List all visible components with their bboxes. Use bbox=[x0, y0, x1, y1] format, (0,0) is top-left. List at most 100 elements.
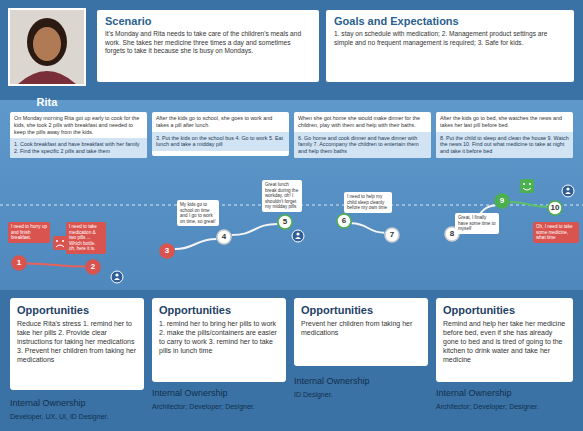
step-circle: 5 bbox=[277, 214, 293, 230]
journey-curve bbox=[175, 239, 216, 249]
ownership-heading: Internal Ownership bbox=[294, 376, 370, 386]
card-title: Opportunities bbox=[443, 304, 566, 316]
step-circle: 7 bbox=[384, 227, 400, 243]
stage-steps: 8. Put the child to sleep and clean the … bbox=[436, 132, 573, 158]
circle-outline bbox=[385, 228, 399, 242]
card-body: Reduce Rita's stress 1. remind her to ta… bbox=[17, 319, 137, 364]
speech-bubble: I need to help my child sleep cleanly be… bbox=[344, 192, 392, 213]
speech-bubble: Great, I finally have some time to mysel… bbox=[455, 213, 499, 234]
happy-emoji bbox=[520, 179, 534, 193]
step-circle: 3 bbox=[159, 243, 175, 259]
journey-curve bbox=[232, 224, 277, 235]
quote-text: Oh, I need to take some medicine, what t… bbox=[536, 224, 576, 241]
step-number: 7 bbox=[384, 227, 400, 243]
photo-hair bbox=[27, 18, 67, 66]
emoji-eye bbox=[523, 183, 525, 185]
stage-card: On Monday morning Rita got up early to c… bbox=[10, 112, 147, 158]
card-body: 1. remind her to bring her pills to work… bbox=[159, 319, 279, 355]
step-circle: 4 bbox=[216, 229, 232, 245]
journey-band bbox=[0, 100, 583, 290]
step-number: 10 bbox=[547, 200, 563, 216]
sad-emoji bbox=[53, 236, 67, 250]
persona-card: Rita bbox=[8, 8, 86, 108]
quote-text: I need to hurry up and finish breakfast. bbox=[11, 224, 47, 241]
info-card: Goals and Expectations 1. stay on schedul… bbox=[326, 10, 574, 82]
step-number: 5 bbox=[277, 214, 293, 230]
stage-card: After the kids go to school, she goes to… bbox=[152, 112, 289, 156]
step-circle: 1 bbox=[11, 255, 27, 271]
ownership-heading: Internal Ownership bbox=[152, 388, 228, 398]
icon-head bbox=[566, 187, 569, 190]
icon-circle bbox=[111, 271, 123, 283]
circle-outline bbox=[12, 256, 26, 270]
circle-outline bbox=[86, 260, 100, 274]
quote-text: Great, I finally have some time to mysel… bbox=[458, 215, 496, 232]
stage-description: When she got home she would make dinner … bbox=[294, 112, 431, 132]
card-body: 1. stay on schedule with medication; 2. … bbox=[334, 30, 566, 47]
info-card: ScenarioIt's Monday and Rita needs to ta… bbox=[97, 10, 319, 82]
circle-outline bbox=[217, 230, 231, 244]
quote-text: I need to help my child sleep cleanly be… bbox=[347, 194, 389, 211]
card-body: Remind and help her take her medicine be… bbox=[443, 319, 566, 364]
stage-steps: 3. Put the kids on the school bus 4. Go … bbox=[152, 132, 289, 152]
card-title: Opportunities bbox=[159, 304, 279, 316]
icon-head bbox=[115, 273, 118, 276]
step-number: 3 bbox=[159, 243, 175, 259]
step-number: 2 bbox=[85, 259, 101, 275]
photo-face bbox=[33, 27, 61, 61]
person-icon bbox=[562, 185, 574, 197]
person-icon bbox=[111, 271, 123, 283]
journey-curve bbox=[27, 263, 85, 266]
journey-curve bbox=[352, 223, 385, 233]
step-circle: 9 bbox=[494, 193, 510, 209]
stage-steps: 1. Cook breakfast and have breakfast wit… bbox=[10, 138, 147, 158]
circle-outline bbox=[548, 201, 562, 215]
stage-description: After the kids go to bed, she watches th… bbox=[436, 112, 573, 132]
opportunity-card: Opportunities 1. remind her to bring her … bbox=[152, 298, 286, 382]
stage-card: After the kids go to bed, she watches th… bbox=[436, 112, 573, 158]
circle-outline bbox=[160, 244, 174, 258]
card-body: Prevent her children from taking her med… bbox=[301, 319, 421, 337]
step-circle: 2 bbox=[85, 259, 101, 275]
circle-outline bbox=[278, 215, 292, 229]
emoji-frown bbox=[56, 245, 64, 247]
persona-name: Rita bbox=[8, 96, 86, 108]
step-number: 1 bbox=[11, 255, 27, 271]
person-icon bbox=[292, 230, 304, 242]
card-body: It's Monday and Rita needs to take care … bbox=[105, 30, 311, 56]
ownership-roles: Architector; Developer; Designer. bbox=[436, 403, 539, 410]
card-title: Scenario bbox=[105, 15, 311, 27]
stage-steps: 6. Go home and cook dinner and have dinn… bbox=[294, 132, 431, 158]
emoji-eye bbox=[529, 183, 531, 185]
step-circle: 6 bbox=[336, 213, 352, 229]
opportunity-card: OpportunitiesRemind and help her take he… bbox=[436, 298, 573, 382]
step-number: 6 bbox=[336, 213, 352, 229]
circle-outline bbox=[337, 214, 351, 228]
ownership-roles: ID Designer. bbox=[294, 391, 333, 398]
speech-bubble: I need to hurry up and finish breakfast. bbox=[8, 222, 50, 243]
journey-curve bbox=[510, 202, 547, 207]
icon-body bbox=[565, 192, 571, 194]
ownership-heading: Internal Ownership bbox=[10, 398, 86, 408]
photo-frame bbox=[8, 8, 86, 86]
speech-bubble: I need to take medication & two pills ..… bbox=[66, 222, 106, 254]
step-number: 4 bbox=[216, 229, 232, 245]
speech-bubble: My kids go to school on time and I go to… bbox=[177, 200, 219, 226]
emoji-eye bbox=[56, 240, 58, 242]
opportunity-card: OpportunitiesPrevent her children from t… bbox=[294, 298, 428, 366]
emoji-eye bbox=[62, 240, 64, 242]
icon-head bbox=[296, 232, 299, 235]
circle-outline bbox=[495, 194, 509, 208]
ownership-roles: Developer, UX, UI, ID Designer. bbox=[10, 413, 108, 420]
card-title: Goals and Expectations bbox=[334, 15, 566, 27]
ownership-heading: Internal Ownership bbox=[436, 388, 512, 398]
stage-description: On Monday morning Rita got up early to c… bbox=[10, 112, 147, 138]
stage-card: When she got home she would make dinner … bbox=[294, 112, 431, 158]
quote-text: Great lunch break during the workday, oh… bbox=[265, 182, 299, 210]
icon-body bbox=[295, 237, 301, 239]
photo-bg bbox=[10, 10, 84, 84]
speech-bubble: Oh, I need to take some medicine, what t… bbox=[533, 222, 579, 243]
